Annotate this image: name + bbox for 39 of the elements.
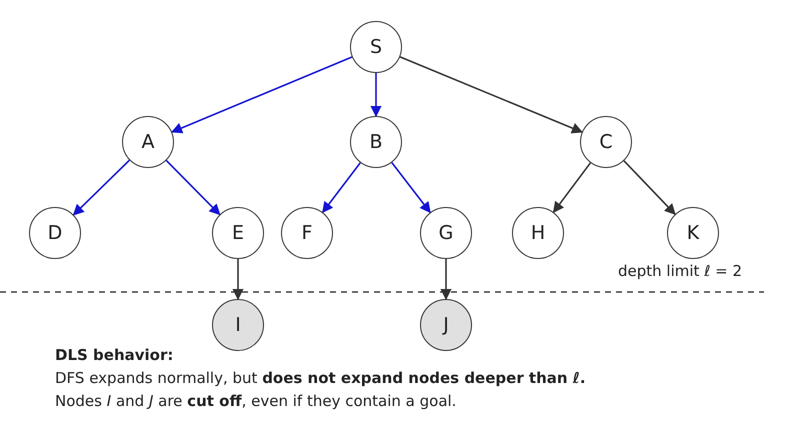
arrow	[623, 160, 676, 216]
node-label: F	[302, 222, 312, 244]
node-label: K	[686, 222, 700, 244]
arrow	[232, 259, 244, 300]
description-text: DFS expands normally, but does not expand nodes deeper than ℓ.	[55, 369, 586, 387]
node-label: J	[443, 314, 449, 336]
node-label: A	[142, 131, 154, 153]
arrow	[322, 162, 361, 214]
tree-node-circle	[667, 207, 719, 259]
arrow	[170, 56, 352, 134]
node-label: G	[438, 222, 454, 244]
tree-node-circle	[122, 116, 174, 168]
depth-limit-label: depth limit ℓ = 2	[618, 262, 742, 280]
arrow	[391, 162, 431, 214]
tree-node-circle	[212, 207, 264, 259]
tree-node-circle	[420, 299, 472, 351]
node-label: C	[599, 131, 613, 153]
tree-node-circle	[350, 21, 402, 73]
description-text: Nodes I and J are cut off, even if they contain a goal.	[55, 392, 456, 410]
node-label: H	[530, 222, 546, 244]
arrow	[552, 162, 592, 214]
node-label: B	[369, 131, 383, 153]
tree-node-circle	[512, 207, 564, 259]
tree-node-circle	[420, 207, 472, 259]
tree-node-circle	[580, 116, 632, 168]
node-label: D	[48, 222, 62, 244]
tree-node-circle	[350, 116, 402, 168]
arrow	[370, 73, 382, 118]
tree-node-circle	[29, 207, 81, 259]
arrow	[400, 56, 583, 134]
tree-node-circle	[212, 299, 264, 351]
tree-node-circle	[281, 207, 333, 259]
node-label: E	[232, 222, 244, 244]
arrow	[72, 160, 130, 216]
arrow	[440, 259, 452, 300]
arrow	[166, 160, 220, 216]
node-label: S	[370, 36, 382, 58]
section-heading: DLS behavior:	[55, 346, 174, 364]
node-label: I	[235, 314, 241, 336]
